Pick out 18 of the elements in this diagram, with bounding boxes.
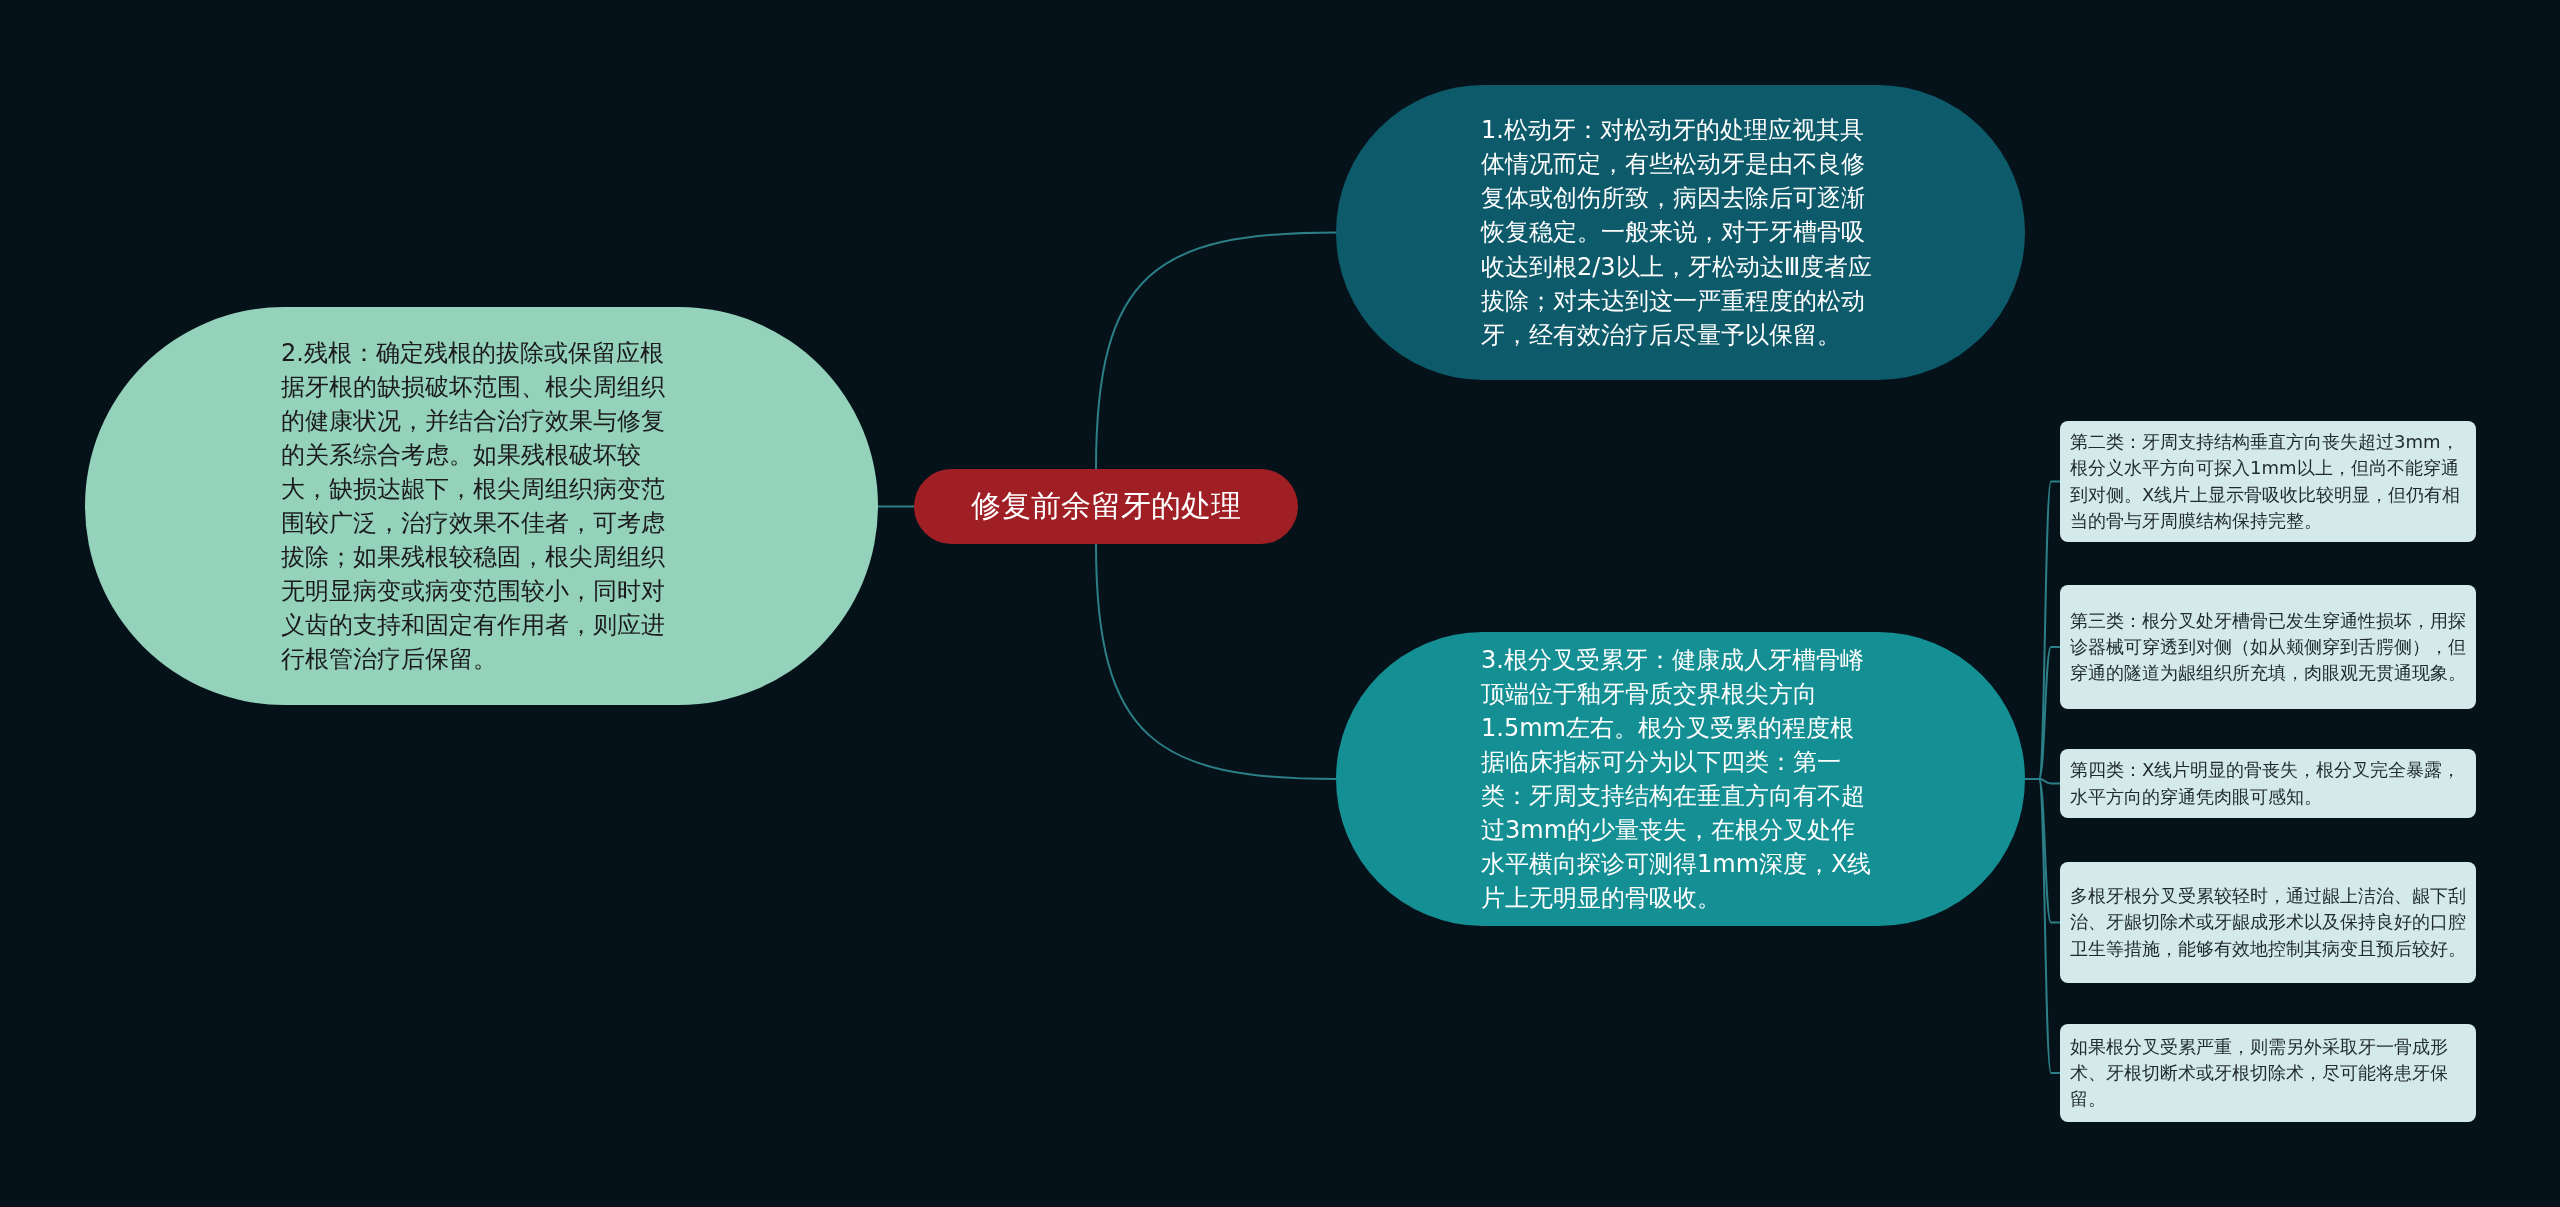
card-text: 多根牙根分叉受累较轻时，通过龈上洁治、龈下刮治、牙龈切除术或牙龈成形术以及保持良好的口腔卫生等措施，能够有效地控制其病变且预后较好。 <box>2070 884 2466 961</box>
connector-line <box>877 505 915 508</box>
card-text: 如果根分叉受累严重，则需另外采取牙一骨成形术、牙根切断术或牙根切除术，尽可能将患牙保留。 <box>2070 1034 2449 1112</box>
detail-card <box>2060 749 2476 818</box>
detail-card <box>2060 585 2476 709</box>
card-text: 第四类：X线片明显的骨丧失，根分叉完全暴露，水平方向的穿通凭肉眼可感知。 <box>2070 758 2462 809</box>
card-text: 第二类：牙周支持结构垂直方向丧失超过3mm，根分义水平方向可探入1mm以上，但尚不能穿通到对侧。X线片上显示骨吸收比较明显，但仍有相当的骨与牙周膜结构保持完整。 <box>2070 430 2462 533</box>
topic-text: 修复前余留牙的处理 <box>971 487 1241 526</box>
bubble-text: 2.残根：确定残根的拔除或保留应根据牙根的缺损破坏范围、根尖周组织的健康状况，并结合治疗效果与修复的关系综合考虑。如果残根破坏较大，缺损达龈下，根尖周组织病变范围较广泛，治疗效果不佳者，可考虑拔除；如果残根较稳固，根尖周组织无明显病变或病变范围较小，同时对义齿的支持和固定有作用者，则应进行根管治疗后保留。 <box>281 337 666 676</box>
detail-card <box>2060 862 2476 983</box>
bubble-text: 3.根分叉受累牙：健康成人牙槽骨嵴顶端位于釉牙骨质交界根尖方向1.5mm左右。根分叉受累的程度根据临床指标可分为以下四类：第一类：牙周支持结构在垂直方向有不超过3mm的少量丧失，在根分叉处作水平横向探诊可测得1mm深度，X线片上无明显的骨吸收。 <box>1481 644 1873 915</box>
connector-line <box>2024 778 2061 1074</box>
detail-card <box>2060 421 2476 542</box>
bubble-text: 1.松动牙：对松动牙的处理应视其具体情况而定，有些松动牙是由不良修复体或创伤所致，病因去除后可逐渐恢复稳定。一般来说，对于牙槽骨吸收达到根2/3以上，牙松动达Ⅲ度者应拔除；对未达到这一严重程度的松动牙，经有效治疗后尽量予以保留。 <box>1481 115 1874 351</box>
detail-card <box>2060 1024 2476 1122</box>
connector-line <box>1095 231 1337 470</box>
card-text: 第三类：根分叉处牙槽骨已发生穿通性损坏，用探诊器械可穿透到对侧（如从颊侧穿到舌腭侧），但穿通的隧道为龈组织所充填，肉眼观无贯通现象。 <box>2070 608 2466 686</box>
connector-line <box>1095 543 1337 780</box>
